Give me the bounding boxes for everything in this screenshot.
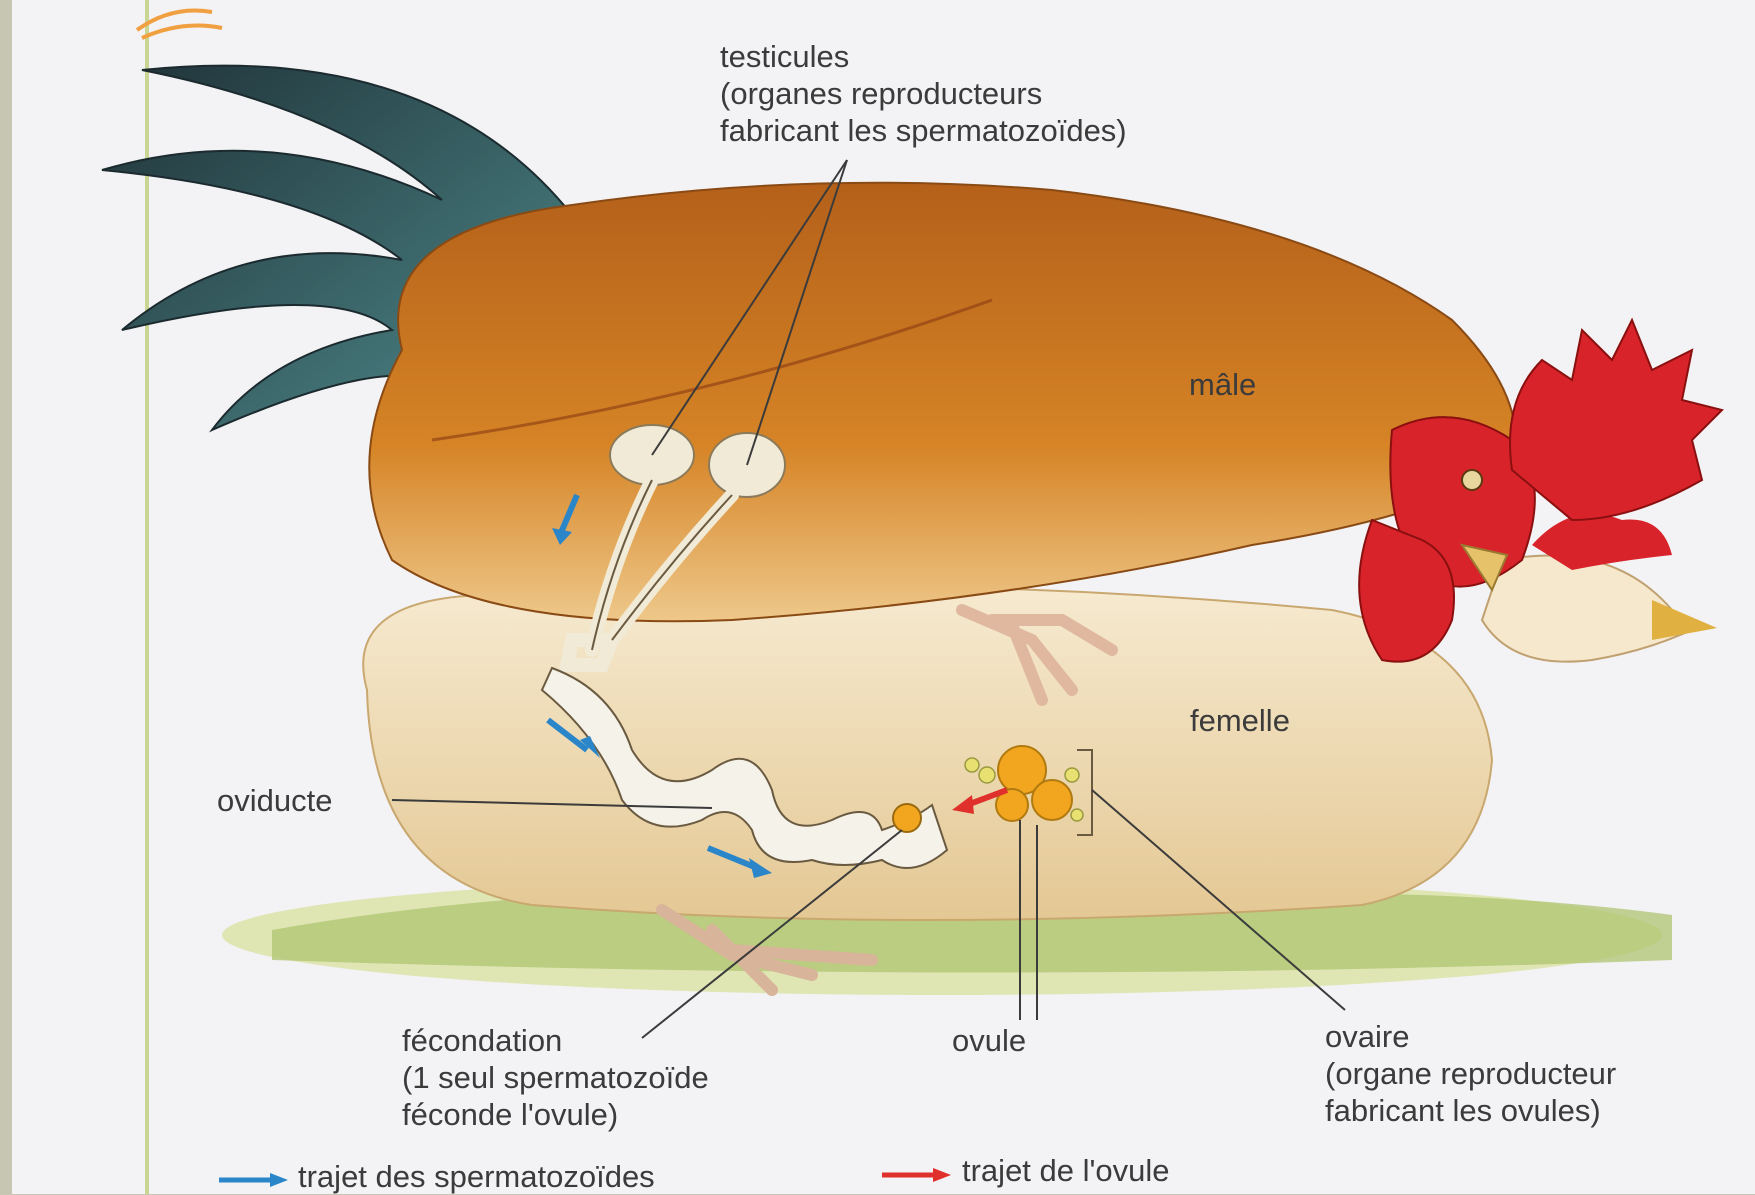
corner-swirl-decoration — [137, 10, 222, 38]
testicules-label: testicules (organes reproducteurs fabric… — [720, 38, 1127, 149]
textbook-page: testicules (organes reproducteurs fabric… — [12, 0, 1755, 1194]
ovule-label: ovule — [952, 1022, 1026, 1059]
male-label: mâle — [1189, 366, 1256, 403]
testicules-desc-1: (organes reproducteurs — [720, 75, 1127, 112]
oviducte-label: oviducte — [217, 782, 332, 819]
ovaire-desc-2: fabricant les ovules) — [1325, 1092, 1616, 1129]
fertilized-egg — [893, 804, 921, 832]
legend-ovule-path: trajet de l'ovule — [962, 1152, 1170, 1189]
legend-sperm-path: trajet des spermatozoïdes — [298, 1158, 655, 1195]
female-label: femelle — [1190, 702, 1290, 739]
testicules-desc-2: fabricant les spermatozoïdes) — [720, 112, 1127, 149]
fecondation-desc-2: féconde l'ovule) — [402, 1096, 709, 1133]
ovaire-title: ovaire — [1325, 1018, 1616, 1055]
testicules-title: testicules — [720, 38, 1127, 75]
legend-arrow-sperm — [219, 1173, 288, 1187]
chicken-reproduction-illustration — [12, 0, 1755, 1194]
fecondation-label: fécondation (1 seul spermatozoïde fécond… — [402, 1022, 709, 1133]
fecondation-title: fécondation — [402, 1022, 709, 1059]
rooster-comb — [1510, 320, 1722, 520]
hen-beak — [1652, 600, 1717, 640]
ovaire-desc-1: (organe reproducteur — [1325, 1055, 1616, 1092]
legend-arrow-ovule — [882, 1168, 951, 1182]
rooster-eye — [1462, 470, 1482, 490]
fecondation-desc-1: (1 seul spermatozoïde — [402, 1059, 709, 1096]
ovaire-label: ovaire (organe reproducteur fabricant le… — [1325, 1018, 1616, 1129]
